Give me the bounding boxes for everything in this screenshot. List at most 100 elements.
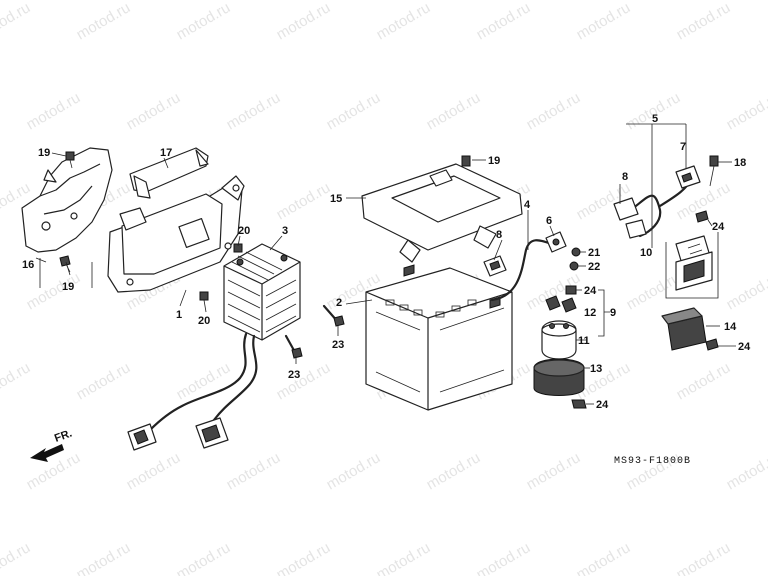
callout-9: 9 <box>610 307 616 319</box>
callout-19-battery: 19 <box>488 155 500 167</box>
callout-15: 15 <box>330 193 342 205</box>
relay-cover-part-14 <box>662 308 706 350</box>
side-cover-part-16 <box>22 148 112 252</box>
callout-4: 4 <box>524 199 531 211</box>
callout-17: 17 <box>160 147 172 159</box>
connector-plug-left <box>128 424 156 450</box>
watermark-text: motod.ru <box>274 179 334 223</box>
watermark-text: motod.ru <box>724 449 768 493</box>
watermark-text: motod.ru <box>324 449 384 493</box>
watermark-text: motod.ru <box>0 539 33 576</box>
callout-2: 2 <box>336 297 342 309</box>
clip-24-lower-right <box>706 339 718 350</box>
callout-6: 6 <box>546 215 552 227</box>
callout-14: 14 <box>724 321 737 333</box>
callout-22: 22 <box>588 261 600 273</box>
watermark-text: motod.ru <box>224 89 284 133</box>
watermark-text: motod.ru <box>24 449 84 493</box>
bolt-23-left <box>286 336 302 358</box>
watermark-text: motod.ru <box>424 449 484 493</box>
callout-20-lower: 20 <box>198 315 210 327</box>
callout-24-relay-cover: 24 <box>596 399 609 411</box>
callout-24-upper-right: 24 <box>712 221 725 233</box>
watermark-text: motod.ru <box>574 0 634 43</box>
bracket-lead-9 <box>598 290 610 336</box>
watermark-text: motod.ru <box>174 539 234 576</box>
callout-18: 18 <box>734 157 746 169</box>
callout-23-left: 23 <box>288 369 300 381</box>
fuse-holder-part-7 <box>676 166 700 188</box>
regulator-rectifier-part-3 <box>224 244 300 340</box>
bolt-19-battery <box>462 156 470 166</box>
watermark-text: motod.ru <box>374 0 434 43</box>
watermark-text: motod.ru <box>74 539 134 576</box>
callout-8-center: 8 <box>496 229 502 241</box>
watermark-text: motod.ru <box>174 0 234 43</box>
callout-8-right: 8 <box>622 171 628 183</box>
watermark-text: motod.ru <box>274 359 334 403</box>
callout-24-relay: 24 <box>584 285 597 297</box>
callout-3: 3 <box>282 225 288 237</box>
watermark-text: motod.ru <box>524 89 584 133</box>
bolt-24-relay <box>566 286 576 294</box>
watermark-text: motod.ru <box>724 89 768 133</box>
watermark-text: motod.ru <box>24 89 84 133</box>
watermark-text: motod.ru <box>374 539 434 576</box>
watermark-text: motod.ru <box>574 539 634 576</box>
callout-11: 11 <box>578 335 590 347</box>
connector-plug-right <box>196 418 228 448</box>
watermark-text: motod.ru <box>0 359 33 403</box>
fuse-box-part-10 <box>676 236 712 290</box>
callout-7: 7 <box>680 141 686 153</box>
front-indicator-label: FR. <box>53 427 74 444</box>
callout-19-upper-left: 19 <box>38 147 50 159</box>
watermark-text: motod.ru <box>74 0 134 43</box>
watermark-text: motod.ru <box>324 89 384 133</box>
watermark-text: motod.ru <box>624 269 684 313</box>
watermark-text: motod.ru <box>274 0 334 43</box>
watermark-text: motod.ru <box>224 449 284 493</box>
starter-relay-terminal-12 <box>546 296 576 312</box>
watermark-text: motod.ru <box>424 89 484 133</box>
diagram-code: MS93-F1800B <box>614 456 691 467</box>
watermark-text: motod.ru <box>724 269 768 313</box>
callout-24-lower-right: 24 <box>738 341 751 353</box>
watermark-text: motod.ru <box>474 539 534 576</box>
watermark-text: motod.ru <box>74 359 134 403</box>
watermark-text: motod.ru <box>674 359 734 403</box>
cable-terminal-8-center <box>484 256 506 276</box>
cable-terminal-6 <box>546 232 566 252</box>
callout-23-right: 23 <box>332 339 344 351</box>
watermark-text: motod.ru <box>24 269 84 313</box>
callout-20-upper: 20 <box>238 225 250 237</box>
starter-relay-part-11 <box>542 321 576 359</box>
callout-12: 12 <box>584 307 596 319</box>
relay-cover-part-13 <box>534 359 584 396</box>
watermark-text: motod.ru <box>0 0 33 43</box>
nut-22 <box>570 262 578 270</box>
bolt-20-lower <box>200 292 208 300</box>
callout-16: 16 <box>22 259 34 271</box>
callout-5: 5 <box>652 113 658 125</box>
battery-holder-part-15 <box>362 164 522 262</box>
callout-13: 13 <box>590 363 602 375</box>
callout-10: 10 <box>640 247 652 259</box>
watermark-text: motod.ru <box>674 0 734 43</box>
bolt-18 <box>710 156 718 186</box>
watermark-text: motod.ru <box>524 449 584 493</box>
clip-24-relay-cover <box>572 400 586 408</box>
callout-19-lower-left: 19 <box>62 281 74 293</box>
callout-1: 1 <box>176 309 182 321</box>
watermark-text: motod.ru <box>274 539 334 576</box>
watermark-text: motod.ru <box>624 89 684 133</box>
watermark-text: motod.ru <box>474 0 534 43</box>
nut-21 <box>572 248 580 256</box>
watermark-text: motod.ru <box>124 89 184 133</box>
fuse-terminal-8-right <box>614 198 646 238</box>
callout-21: 21 <box>588 247 600 259</box>
watermark-text: motod.ru <box>674 539 734 576</box>
watermark-text: motod.ru <box>124 449 184 493</box>
battery-part-2 <box>366 265 512 410</box>
